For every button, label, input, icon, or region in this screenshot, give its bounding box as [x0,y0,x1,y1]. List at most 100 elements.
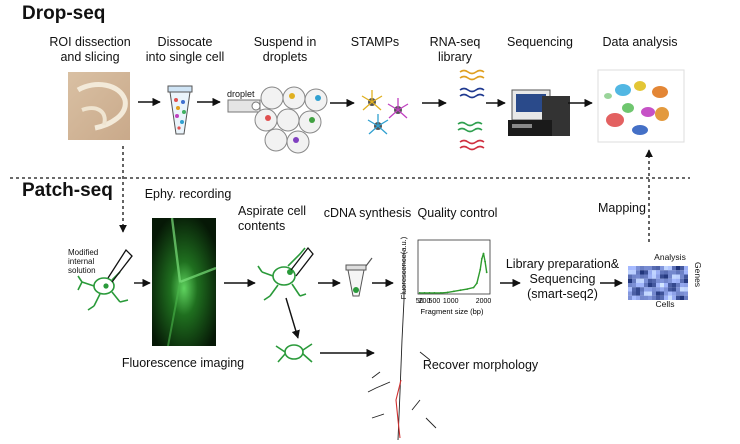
qc-data-point [476,282,478,285]
step-label-stamps: STAMPs [350,35,400,49]
heatmap-cell [656,266,660,271]
heatmap-cell [672,295,676,300]
heatmap-cell [636,295,640,300]
heatmap-cell [664,274,668,279]
cdna-label: cDNA synthesis [323,206,412,220]
heatmap-cell [632,270,636,275]
heatmap-cell [680,283,684,288]
heatmap-cell [656,287,660,292]
heatmap-cell [628,283,632,288]
heatmap-cell [648,266,652,271]
qc-ylabel: Fluorescence(a.u.) [399,236,408,299]
rnaseq-library-image [457,69,485,151]
heatmap-cell [668,274,672,279]
heatmap-ylabel: Genes [693,262,703,288]
heatmap-cell [648,283,652,288]
heatmap-cell [648,274,652,279]
heatmap-cell [636,287,640,292]
heatmap-cell [668,295,672,300]
heatmap-cell [656,291,660,296]
heatmap-cell [672,278,676,283]
heatmap-cell [632,295,636,300]
qc-data-point [472,286,475,289]
heatmap-cell [628,291,632,296]
heatmap-cell [680,266,684,271]
heatmap-cell [676,278,680,283]
tissue-slice-image [68,72,130,140]
collapsed-neuron-icon [275,343,313,363]
heatmap-cell [684,266,688,271]
heatmap-cell [640,291,644,296]
heatmap-cell [668,287,672,292]
heatmap-cell [656,278,660,283]
qc-data-point [446,291,449,294]
sequencer-image [508,89,570,136]
fluorescence-imaging-label: Fluorescence imaging [121,356,245,370]
heatmap-cell [628,274,632,279]
qc-data-point [428,292,431,294]
heatmap-cell [660,278,664,283]
qc-data-point [482,252,485,255]
heatmap-cell [636,283,640,288]
heatmap-cell [684,274,688,279]
tube-icon [167,85,193,135]
heatmap-cell [652,278,656,283]
heatmap-cell [652,291,656,296]
heatmap-cell [628,278,632,283]
qc-data-point [459,289,462,292]
heatmap-cell [664,287,668,292]
heatmap-cell [648,270,652,275]
heatmap-cell [660,291,664,296]
heatmap-cell [652,283,656,288]
qc-xtick-label: 2000 [476,298,492,305]
heatmap-cell [660,283,664,288]
heatmap-cell [644,291,648,296]
patch-seq-arrows [134,278,623,358]
heatmap-cell [664,270,668,275]
heatmap-cell [664,278,668,283]
heatmap-cell [680,270,684,275]
heatmap-cell [660,287,664,292]
heatmap-cell [640,270,644,275]
heatmap-cell [664,295,668,300]
heatmap-cell [640,266,644,271]
step-label-sequencing: Sequencing [506,35,574,49]
heatmap-cell [664,291,668,296]
heatmap-cell [660,270,664,275]
cdna-tube-icon [345,257,373,297]
heatmap-cell [676,274,680,279]
heatmap-cell [636,266,640,271]
heatmap-cell [668,270,672,275]
heatmap-cell [644,278,648,283]
heatmap-title: Analysis [654,252,686,262]
heatmap-cell [656,274,660,279]
neuron-with-pipette-icon [77,248,133,311]
heatmap-cell [684,291,688,296]
heatmap-cell [644,283,648,288]
heatmap-cell [676,291,680,296]
heatmap-cell [672,291,676,296]
qc-data-point [418,292,421,294]
qc-data-point [440,292,442,294]
qc-data-point [466,288,468,290]
heatmap-cell [652,274,656,279]
qc-xlabel: Fragment size (bp) [421,307,484,316]
heatmap-cell [632,266,636,271]
heatmap-cell [684,295,688,300]
heatmap-cell [656,270,660,275]
heatmap-cell [628,270,632,275]
qc-data-point [480,258,483,260]
qc-xtick-label: 200 [419,298,431,305]
heatmap-cell [664,266,668,271]
aspirate-neuron-icon [257,246,314,301]
heatmap-cell [684,278,688,283]
heatmap-cell [660,274,664,279]
heatmap-cell [684,283,688,288]
heatmap-cell [676,287,680,292]
heatmap-cell [636,278,640,283]
heatmap-cell [672,283,676,288]
heatmap-cell [680,278,684,283]
heatmap-cell [636,270,640,275]
